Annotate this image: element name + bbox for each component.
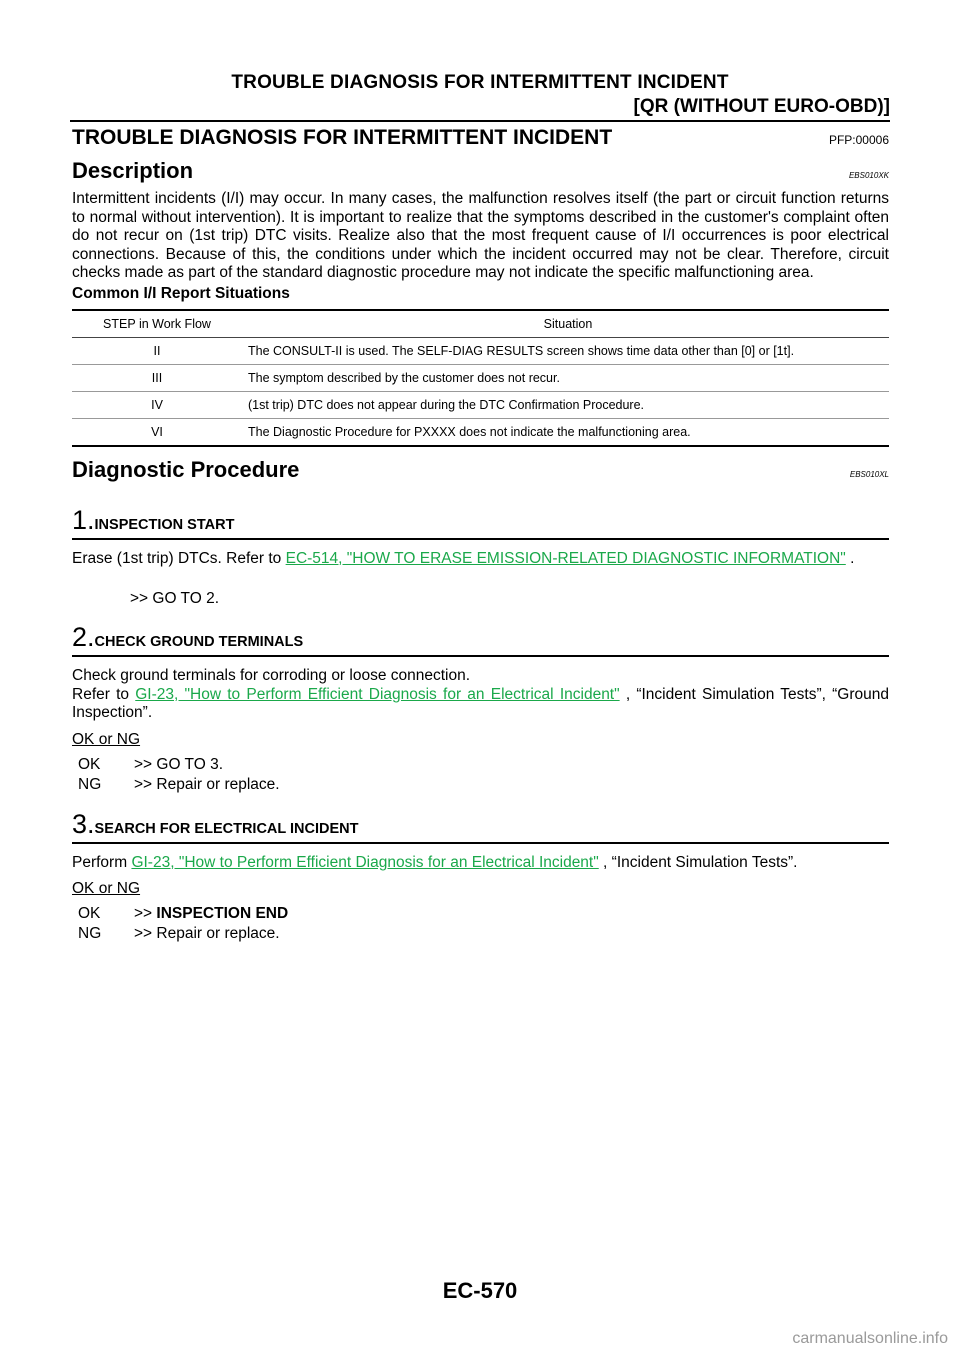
link-ec-514[interactable]: EC-514, "HOW TO ERASE EMISSION-RELATED D… bbox=[285, 549, 846, 567]
step-2-header: 2. CHECK GROUND TERMINALS bbox=[72, 622, 889, 657]
table-cell-step: IV bbox=[72, 391, 242, 419]
step-3-ng-result: NG>> Repair or replace. bbox=[78, 925, 280, 942]
step-3-text: Perform GI-23, "How to Perform Efficient… bbox=[72, 853, 798, 871]
header-divider bbox=[70, 120, 890, 122]
step-1-header: 1. INSPECTION START bbox=[72, 505, 889, 540]
step-2-ok-result: OK>> GO TO 3. bbox=[78, 755, 224, 773]
step-3-number: 3. bbox=[72, 808, 95, 839]
step-2-number: 2. bbox=[72, 622, 95, 652]
report-situations-table: STEP in Work Flow Situation II The CONSU… bbox=[72, 308, 889, 447]
link-gi-23-step3[interactable]: GI-23, "How to Perform Efficient Diagnos… bbox=[131, 853, 599, 871]
table-row: III The symptom described by the custome… bbox=[72, 364, 889, 392]
table-cell-situation: The CONSULT-II is used. The SELF-DIAG RE… bbox=[242, 337, 889, 365]
table-cell-step: III bbox=[72, 364, 242, 392]
step-2-title: CHECK GROUND TERMINALS bbox=[94, 634, 304, 650]
section-title: TROUBLE DIAGNOSIS FOR INTERMITTENT INCID… bbox=[72, 126, 613, 149]
step-3-ok-result: OK>> INSPECTION END bbox=[78, 905, 289, 922]
step-3-title: SEARCH FOR ELECTRICAL INCIDENT bbox=[94, 820, 359, 837]
table-row: II The CONSULT-II is used. The SELF-DIAG… bbox=[72, 337, 889, 365]
step-2-text: Check ground terminals for corroding or … bbox=[72, 667, 889, 721]
table-cell-situation: (1st trip) DTC does not appear during th… bbox=[242, 391, 889, 419]
step-2-ng-result: NG>> Repair or replace. bbox=[78, 775, 280, 793]
report-situations-heading: Common I/I Report Situations bbox=[72, 284, 290, 302]
table-header-row: STEP in Work Flow Situation bbox=[72, 308, 889, 338]
step-1-title: INSPECTION START bbox=[94, 516, 235, 533]
description-text: Intermittent incidents (I/I) may occur. … bbox=[72, 190, 889, 281]
section-title-row: TROUBLE DIAGNOSIS FOR INTERMITTENT INCID… bbox=[72, 126, 889, 150]
table-row: IV (1st trip) DTC does not appear during… bbox=[72, 391, 889, 419]
step-1-goto: >> GO TO 2. bbox=[130, 590, 220, 607]
page-number: EC-570 bbox=[442, 1278, 518, 1303]
step-2-ok-ng-label: OK or NG bbox=[72, 730, 141, 748]
step-3-results: OK>> INSPECTION END NG>> Repair or repla… bbox=[78, 904, 889, 944]
pfp-code: PFP:00006 bbox=[828, 133, 889, 147]
step-3-header: 3. SEARCH FOR ELECTRICAL INCIDENT bbox=[72, 809, 889, 844]
table-cell-step: VI bbox=[72, 418, 242, 447]
table-cell-situation: The Diagnostic Procedure for PXXXX does … bbox=[242, 418, 889, 447]
description-heading-row: Description EBS010XK bbox=[72, 158, 889, 184]
table-header-situation: Situation bbox=[242, 308, 889, 338]
procedure-code: EBS010XL bbox=[849, 469, 889, 479]
running-header-title: TROUBLE DIAGNOSIS FOR INTERMITTENT INCID… bbox=[231, 72, 729, 93]
page-content: TROUBLE DIAGNOSIS FOR INTERMITTENT INCID… bbox=[72, 126, 889, 944]
link-gi-23[interactable]: GI-23, "How to Perform Efficient Diagnos… bbox=[135, 685, 620, 703]
table-cell-situation: The symptom described by the customer do… bbox=[242, 364, 889, 392]
procedure-heading: Diagnostic Procedure bbox=[72, 456, 300, 482]
step-1-text: Erase (1st trip) DTCs. Refer to EC-514, … bbox=[72, 549, 855, 567]
watermark: carmanualsonline.info bbox=[792, 1330, 948, 1347]
table-row: VI The Diagnostic Procedure for PXXXX do… bbox=[72, 418, 889, 447]
step-1-number: 1. bbox=[72, 504, 95, 535]
step-2-results: OK>> GO TO 3. NG>> Repair or replace. bbox=[78, 755, 889, 795]
table-cell-step: II bbox=[72, 337, 242, 365]
running-header-subtitle: [QR (WITHOUT EURO-OBD)] bbox=[633, 96, 890, 117]
description-code: EBS010XK bbox=[848, 171, 889, 180]
step-3-ok-ng-label: OK or NG bbox=[72, 880, 141, 897]
table-header-step: STEP in Work Flow bbox=[72, 308, 242, 338]
procedure-heading-row: Diagnostic Procedure EBS010XL bbox=[72, 457, 889, 483]
description-heading: Description bbox=[72, 158, 194, 183]
